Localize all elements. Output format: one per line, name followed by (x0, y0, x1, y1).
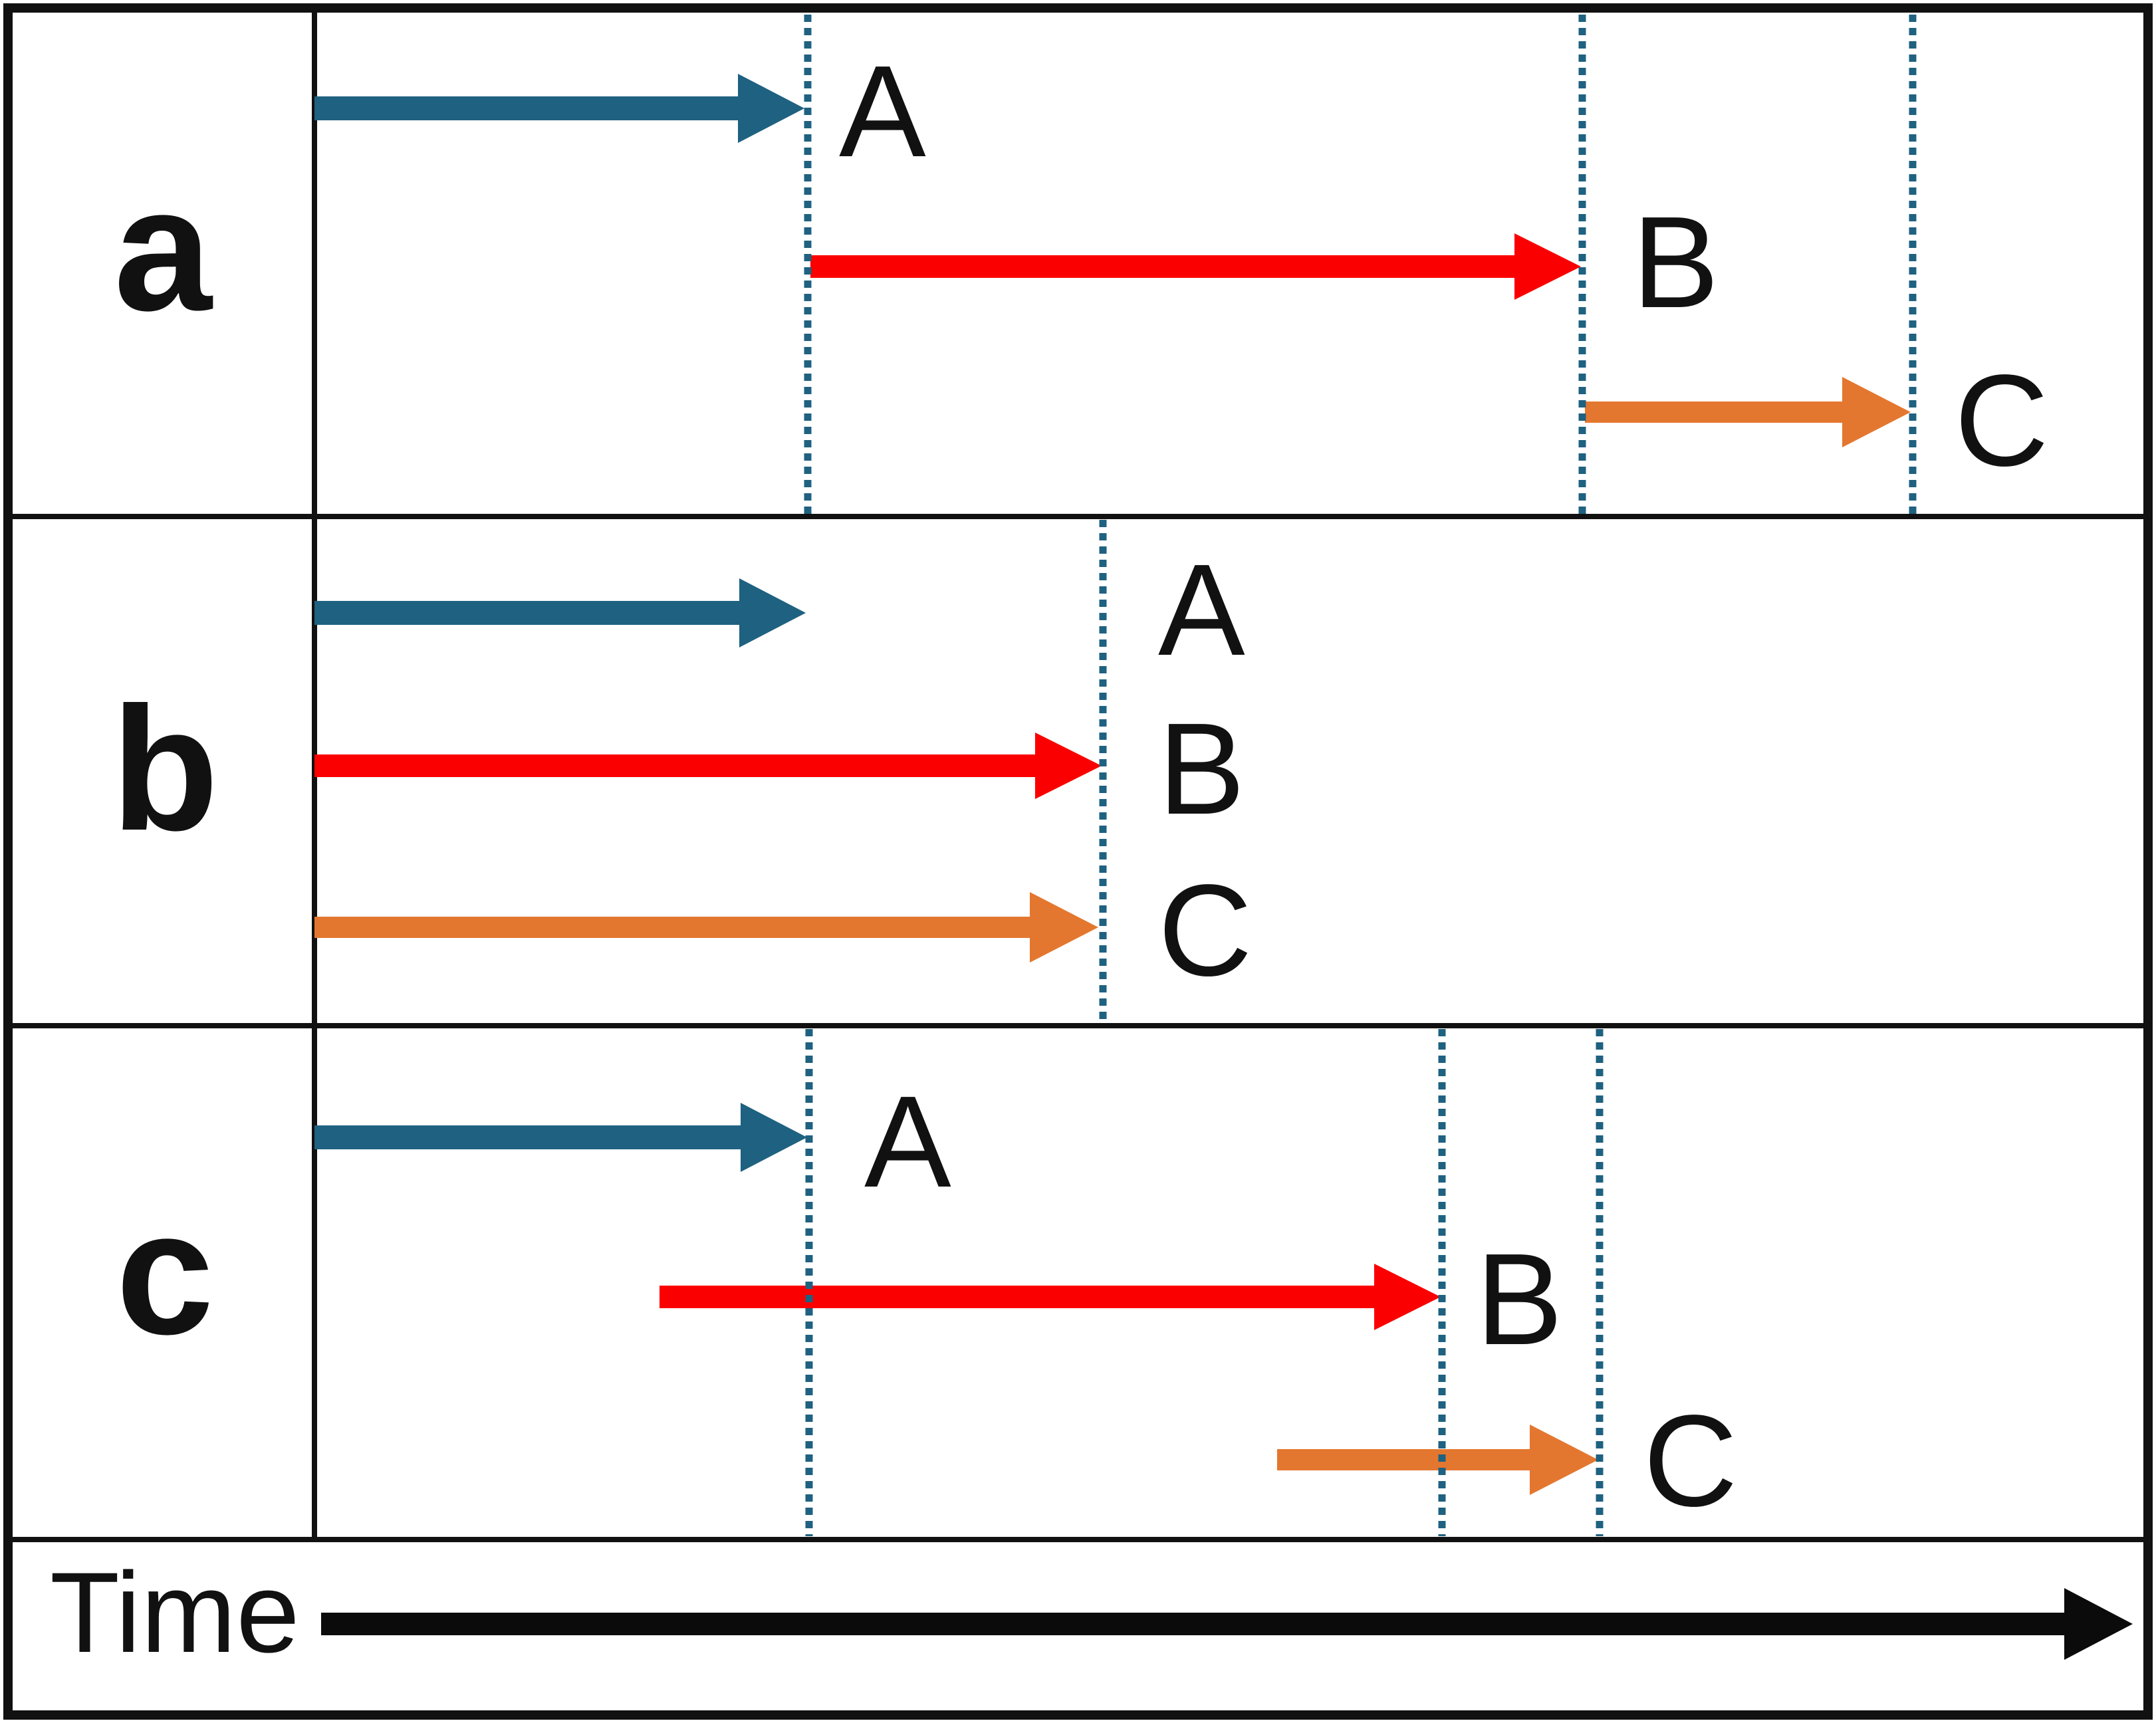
panel-b-task-B-arrow (314, 733, 1102, 799)
panel-a-task-C-arrow (1585, 377, 1911, 447)
panel-c-task-A-arrow (314, 1103, 807, 1172)
panel-a-task-A-label: A (839, 39, 926, 184)
time-axis-arrow (321, 1588, 2133, 1660)
panel-c-task-A-label: A (864, 1069, 951, 1214)
panel-b-row-label: b (111, 671, 219, 867)
panel-b-task-A-arrow (314, 578, 806, 647)
panel-a-task-C-label: C (1955, 348, 2049, 493)
panel-a-row-label: a (114, 151, 213, 348)
panel-c-task-B-label: B (1476, 1226, 1563, 1372)
panel-c-row-label: c (116, 1175, 213, 1371)
panel-a-task-A-arrow (314, 74, 804, 143)
outer-border (3, 3, 2153, 1720)
panel-c-task-C-arrow (1277, 1425, 1598, 1495)
panel-a-task-B-label: B (1632, 189, 1719, 335)
panel-c-task-B-arrow (659, 1264, 1441, 1330)
panel-c-task-C-label: C (1643, 1388, 1738, 1534)
panel-b-task-C-label: C (1158, 858, 1253, 1003)
panel-b-task-B-label: B (1158, 696, 1245, 842)
panel-b-task-A-label: A (1158, 537, 1245, 683)
time-axis-label: Time (50, 1549, 300, 1676)
panel-a-task-B-arrow (810, 233, 1581, 300)
panel-b-task-C-arrow (314, 892, 1098, 963)
